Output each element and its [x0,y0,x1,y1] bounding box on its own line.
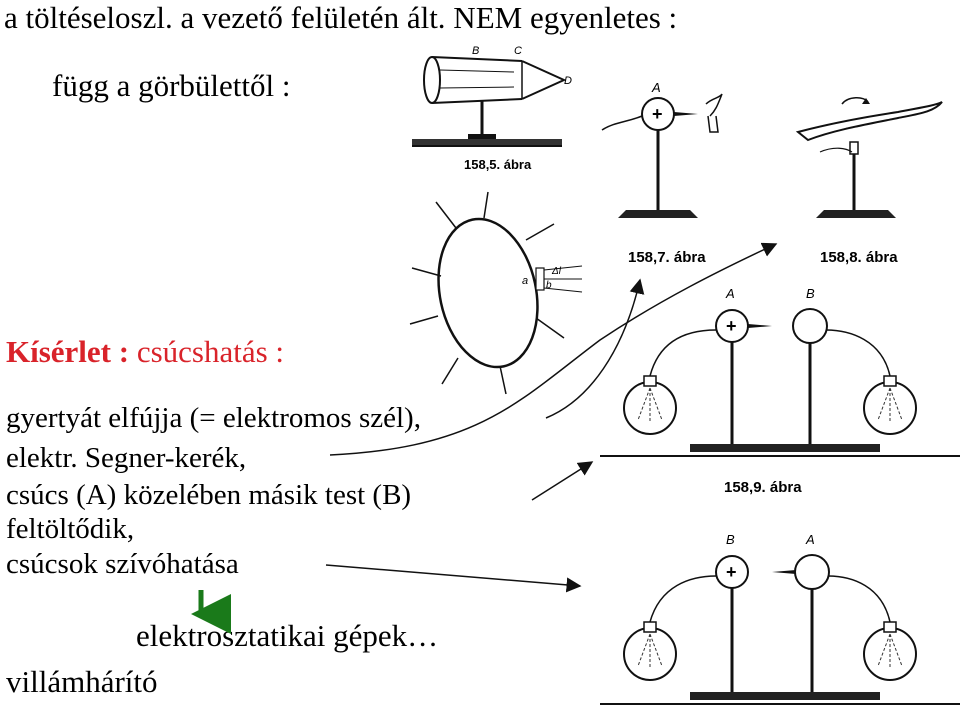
list-item: gyertyát elfújja (= elektromos szél), [6,402,421,434]
figure-caption: 158,9. ábra [724,479,802,496]
label-b: B [806,286,815,301]
figure-caption: 158,7. ábra [628,249,706,266]
sphere-near-point-figure: B A + [600,520,960,716]
conductor-point-figure: B C D 158,5. ábra [404,42,580,182]
lightning-rod-text: villámhárító [6,664,158,699]
label-d: D [564,75,572,87]
figure-caption: 158,8. ábra [820,249,898,266]
experiment-text: csúcshatás : [129,334,285,369]
charged-conductor-figure: a Δl b [396,188,592,398]
arrow-to-candle [545,278,645,419]
list-item: csúcsok szívóhatása [6,548,239,580]
label-a: A [805,532,815,547]
label-b: B [472,45,479,57]
machines-text: elektrosztatikai gépek… [136,618,439,653]
slide-title: a töltéseloszl. a vezető felületén ált. … [4,0,678,35]
curvature-text: függ a görbülettől : [52,68,291,103]
label-a: A [651,80,661,95]
label-b: b [546,280,552,291]
label-delta: Δl [551,266,562,277]
experiment-heading: Kísérlet : csúcshatás : [6,336,284,367]
point-near-sphere-figure: A B + 158,9. ábra [600,280,960,500]
arrow-to-fig-9 [531,461,594,501]
label-a: a [522,275,528,287]
plus-sign: + [726,562,737,582]
list-item: feltöltődik, [6,513,135,545]
plus-sign: + [726,316,737,336]
label-c: C [514,45,522,57]
arrow-to-wheel [329,242,778,456]
arrow-to-bottom-fig [325,564,582,593]
list-item: elektr. Segner-kerék, [6,442,247,474]
figure-caption: 158,5. ábra [464,157,532,172]
list-item: csúcs (A) közelében másik test (B) [6,479,412,511]
experiment-label: Kísérlet : [6,334,130,369]
label-a: A [725,286,735,301]
plus-sign: + [652,104,663,124]
label-b: B [726,532,735,547]
candle-and-wheel-figures: + A 158,7. ábra 158,8. ábra [598,70,960,282]
